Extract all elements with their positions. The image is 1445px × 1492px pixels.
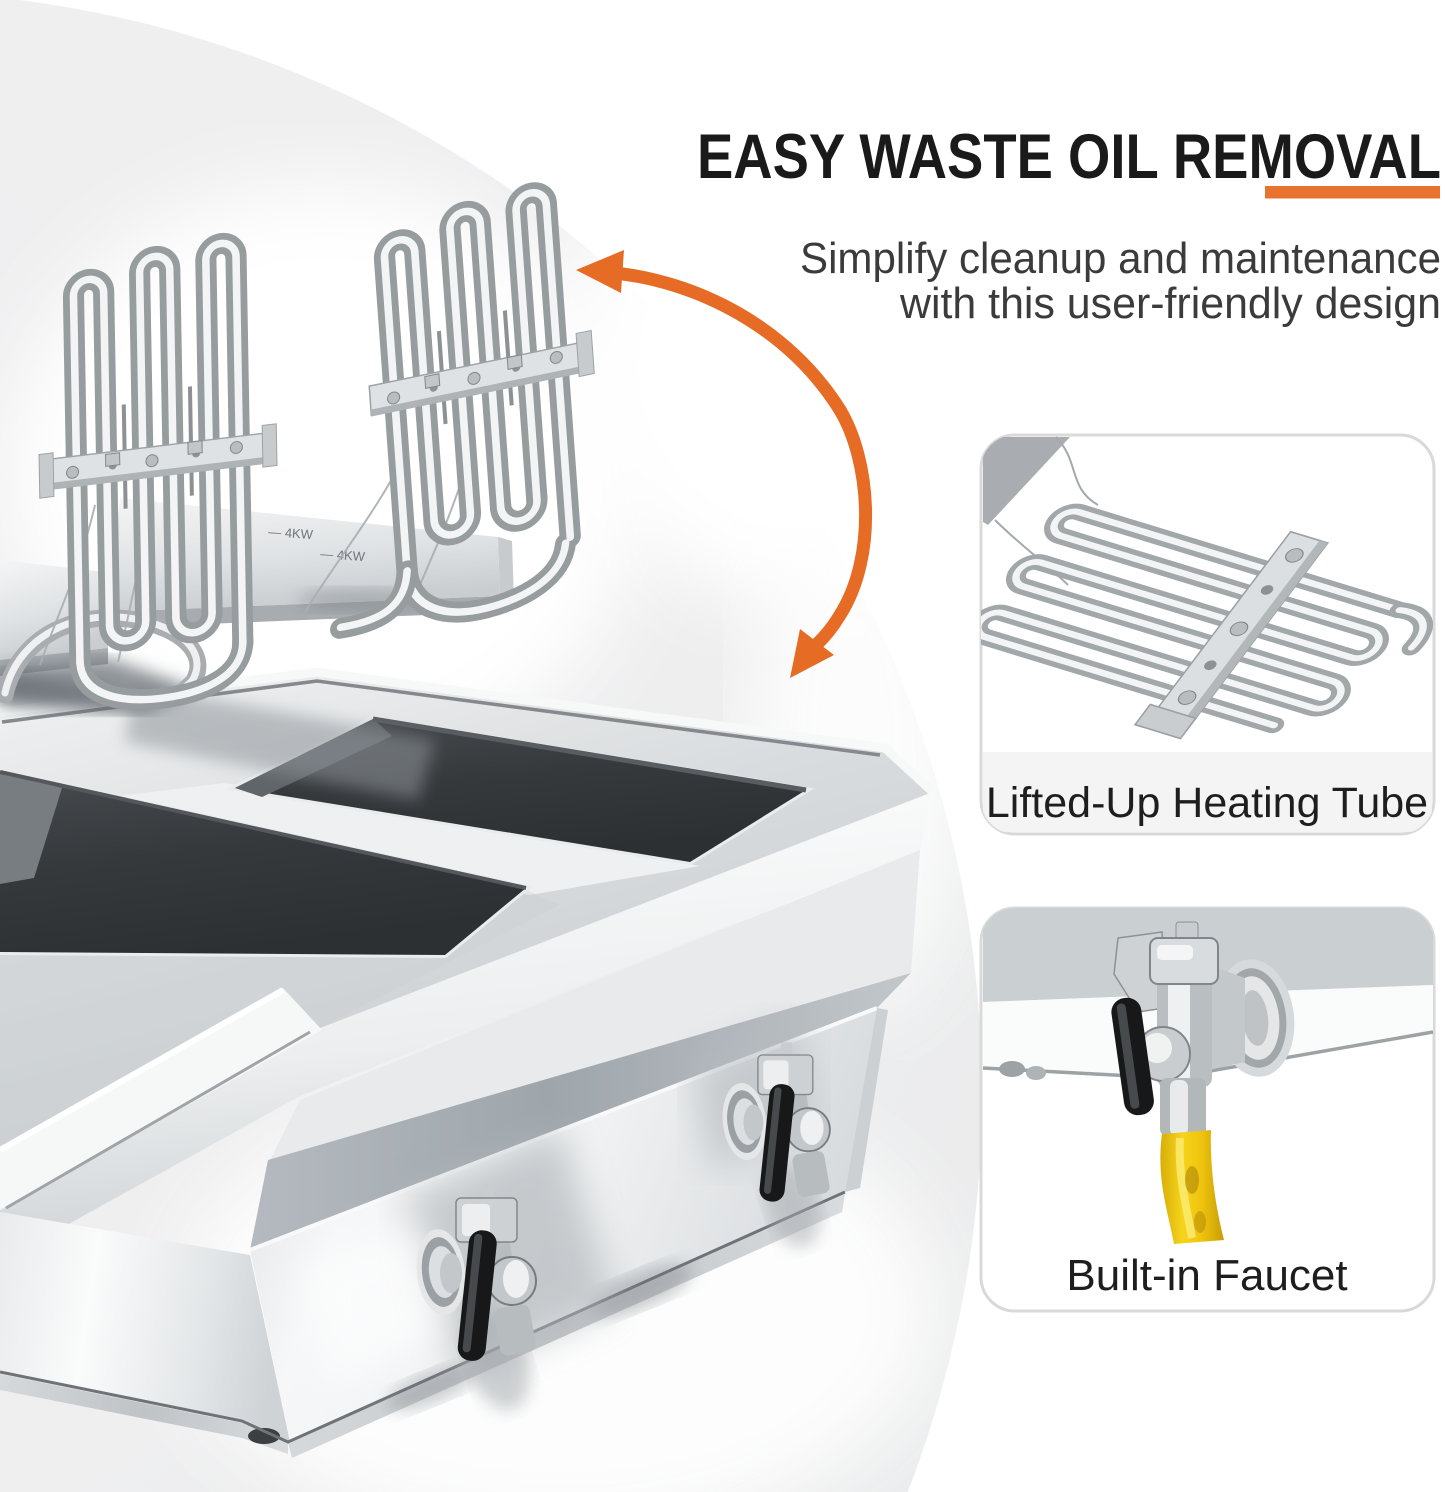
svg-text:Simplify cleanup and maintenan: Simplify cleanup and maintenance	[800, 234, 1441, 283]
svg-text:Built-in Faucet: Built-in Faucet	[1066, 1251, 1347, 1300]
svg-text:Lifted-Up Heating Tube: Lifted-Up Heating Tube	[986, 779, 1428, 827]
svg-text:with this user-friendly design: with this user-friendly design	[899, 279, 1441, 328]
svg-text:EASY WASTE OIL REMOVAL: EASY WASTE OIL REMOVAL	[697, 122, 1441, 192]
svg-text:— 4KW: — 4KW	[268, 524, 314, 542]
